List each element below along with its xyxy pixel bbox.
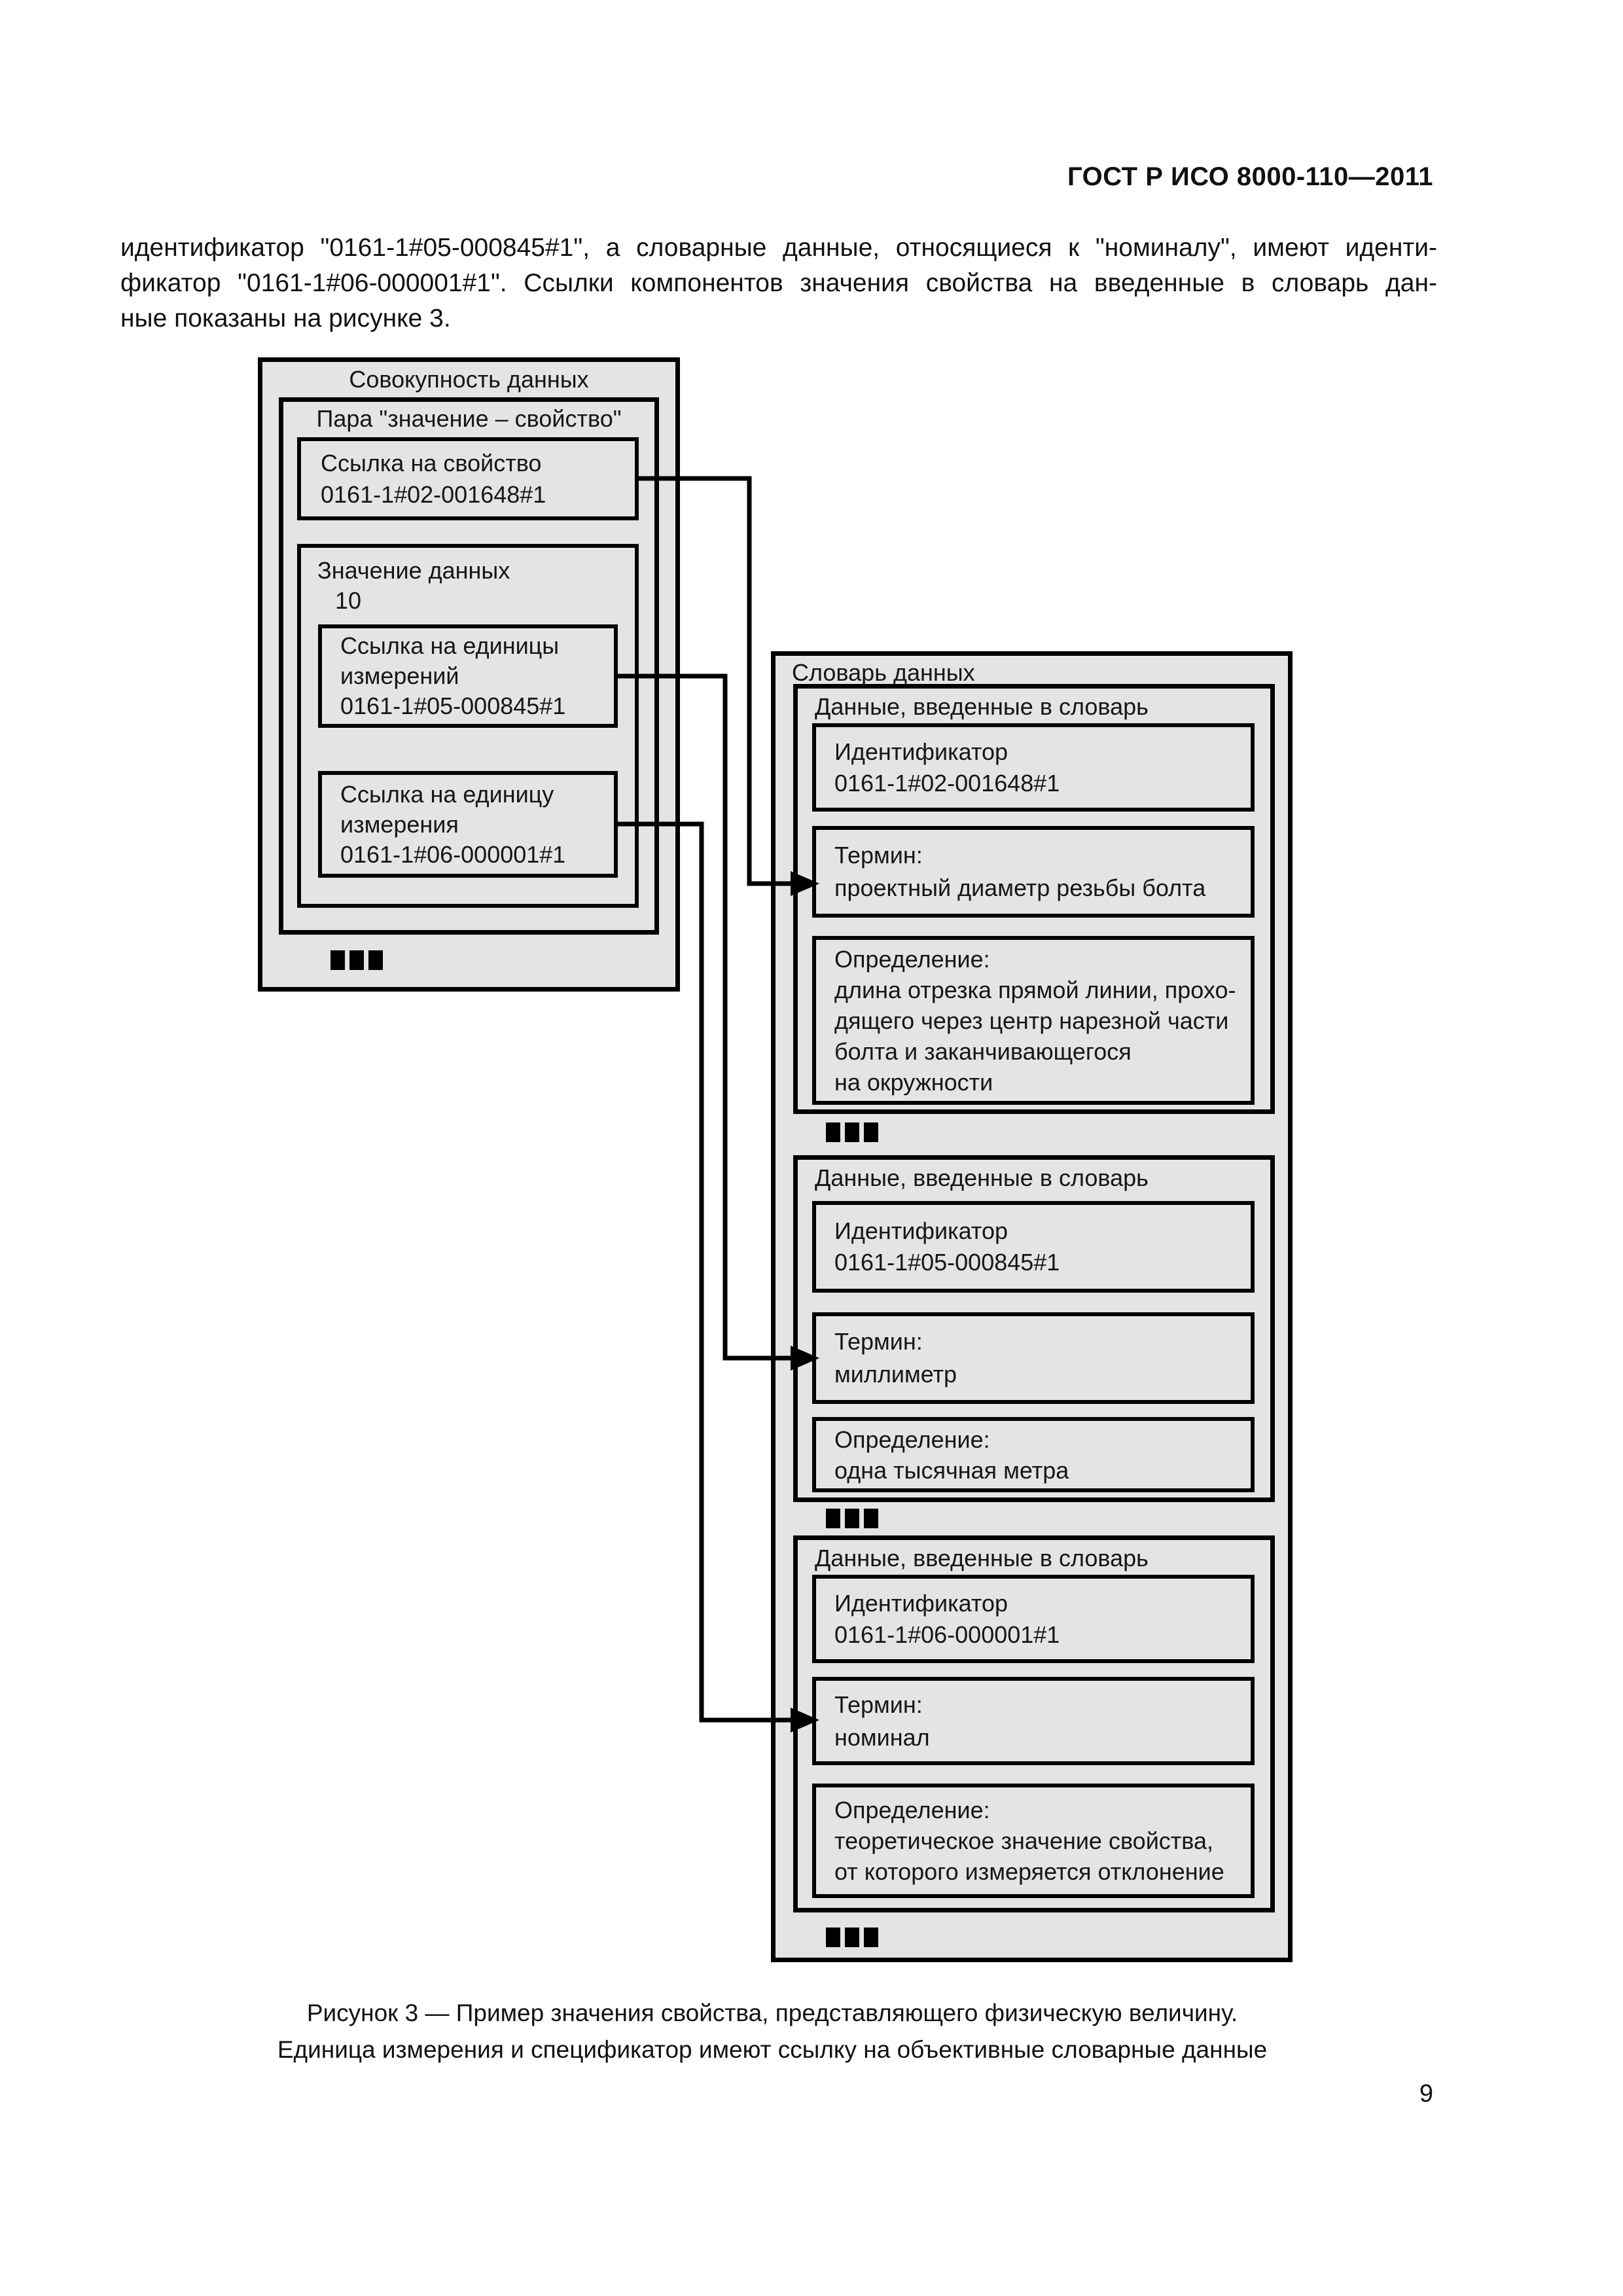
figure-caption-line: Единица измерения и спецификатор имеют с… — [277, 2036, 1268, 2063]
identifier-value: 0161-1#02-001648#1 — [834, 769, 1060, 797]
ellipsis-square — [826, 1928, 840, 1947]
property-reference-box: Ссылка на свойство 0161-1#02-001648#1 — [297, 437, 639, 520]
figure-caption-line: Рисунок 3 — Пример значения свойства, пр… — [306, 2000, 1238, 2026]
dictionary-entry-box: Данные, введенные в словарь Идентификато… — [793, 1155, 1275, 1502]
term-value: миллиметр — [834, 1361, 957, 1388]
definition-line: дящего через центр нарезной части — [834, 1007, 1229, 1034]
dictionary-entry-title: Данные, введенные в словарь — [815, 1164, 1149, 1191]
units-reference-identifier: 0161-1#05-000845#1 — [340, 692, 566, 719]
identifier-value: 0161-1#06-000001#1 — [834, 1621, 1060, 1648]
ellipsis-square — [845, 1122, 859, 1142]
identifier-label: Идентификатор — [834, 1589, 1008, 1617]
units-reference-box: Ссылка на единицы измерений 0161-1#05-00… — [318, 624, 618, 728]
intro-paragraph: идентификатор "0161-1#05-000845#1", а сл… — [120, 230, 1437, 336]
dictionary-entry-title: Данные, введенные в словарь — [815, 1545, 1149, 1571]
value-property-pair-box: Пара "значение – свойство" Ссылка на сво… — [279, 397, 659, 935]
unit-reference-identifier: 0161-1#06-000001#1 — [340, 840, 566, 868]
ellipsis-square — [845, 1928, 859, 1947]
definition-box: Определение: одна тысячная метра — [812, 1417, 1255, 1492]
header-title: ГОСТ Р ИСО 8000-110—2011 — [1067, 162, 1433, 191]
ellipsis-square — [845, 1509, 859, 1528]
identifier-label: Идентификатор — [834, 1217, 1008, 1244]
ellipsis-square — [826, 1122, 840, 1142]
identifier-box: Идентификатор 0161-1#05-000845#1 — [812, 1201, 1255, 1293]
property-reference-identifier: 0161-1#02-001648#1 — [321, 480, 546, 508]
ellipsis-icon — [826, 1928, 878, 1947]
ellipsis-square — [349, 950, 364, 970]
dictionary-entry-box: Данные, введенные в словарь Идентификато… — [793, 684, 1275, 1114]
definition-line: от которого измеряется отклонение — [834, 1858, 1224, 1885]
ellipsis-icon — [330, 950, 383, 970]
term-label: Термин: — [834, 1691, 923, 1718]
definition-line: на окружности — [834, 1068, 993, 1096]
dictionary-entry-title: Данные, введенные в словарь — [815, 693, 1149, 720]
unit-reference-label: Ссылка на единицу — [340, 780, 554, 808]
identifier-box: Идентификатор 0161-1#02-001648#1 — [812, 723, 1255, 812]
intro-paragraph-line: идентификатор "0161-1#05-000845#1", а сл… — [120, 234, 1437, 262]
identifier-box: Идентификатор 0161-1#06-000001#1 — [812, 1575, 1255, 1663]
term-box: Термин: проектный диаметр резьбы болта — [812, 826, 1255, 918]
dataset-box: Совокупность данных Пара "значение – сво… — [258, 357, 680, 992]
ellipsis-icon — [826, 1122, 878, 1142]
dictionary-box: Словарь данных Данные, введенные в слова… — [771, 651, 1293, 1962]
ellipsis-square — [330, 950, 345, 970]
ellipsis-square — [864, 1928, 878, 1947]
definition-line: болта и заканчивающегося — [834, 1037, 1132, 1065]
ellipsis-icon — [826, 1509, 878, 1528]
term-box: Термин: миллиметр — [812, 1312, 1255, 1404]
definition-label: Определение: — [834, 945, 990, 973]
ellipsis-square — [864, 1509, 878, 1528]
definition-line: длина отрезка прямой линии, прохо- — [834, 976, 1236, 1003]
page-number: 9 — [1419, 2080, 1433, 2108]
ellipsis-square — [368, 950, 383, 970]
definition-label: Определение: — [834, 1426, 990, 1453]
term-value: номинал — [834, 1723, 930, 1751]
intro-paragraph-line: ные показаны на рисунке 3. — [120, 304, 451, 332]
data-value-number: 10 — [335, 587, 362, 614]
units-reference-label: Ссылка на единицы — [340, 632, 560, 659]
term-value: проектный диаметр резьбы болта — [834, 874, 1206, 901]
definition-box: Определение: длина отрезка прямой линии,… — [812, 936, 1255, 1105]
unit-reference-box: Ссылка на единицу измерения 0161-1#06-00… — [318, 771, 618, 878]
data-value-label: Значение данных — [317, 557, 510, 584]
intro-paragraph-line: фикатор "0161-1#06-000001#1". Ссылки ком… — [120, 269, 1437, 297]
identifier-label: Идентификатор — [834, 738, 1008, 765]
data-value-box: Значение данных 10 Ссылка на единицы изм… — [297, 544, 639, 908]
term-label: Термин: — [834, 842, 923, 869]
unit-reference-label: измерения — [340, 810, 459, 838]
ellipsis-square — [826, 1509, 840, 1528]
property-reference-label: Ссылка на свойство — [321, 449, 542, 476]
definition-line: одна тысячная метра — [834, 1456, 1069, 1484]
definition-line: теоретическое значение свойства, — [834, 1827, 1214, 1854]
figure-caption: Рисунок 3 — Пример значения свойства, пр… — [196, 1995, 1348, 2068]
term-box: Термин: номинал — [812, 1677, 1255, 1765]
ellipsis-square — [864, 1122, 878, 1142]
dictionary-title: Словарь данных — [792, 659, 975, 686]
units-reference-label: измерений — [340, 662, 459, 689]
term-label: Термин: — [834, 1328, 923, 1355]
identifier-value: 0161-1#05-000845#1 — [834, 1249, 1060, 1276]
definition-box: Определение: теоретическое значение свой… — [812, 1784, 1255, 1898]
value-property-pair-title: Пара "значение – свойство" — [316, 405, 622, 432]
dataset-title: Совокупность данных — [349, 366, 589, 393]
dictionary-entry-box: Данные, введенные в словарь Идентификато… — [793, 1535, 1275, 1912]
definition-label: Определение: — [834, 1797, 990, 1823]
